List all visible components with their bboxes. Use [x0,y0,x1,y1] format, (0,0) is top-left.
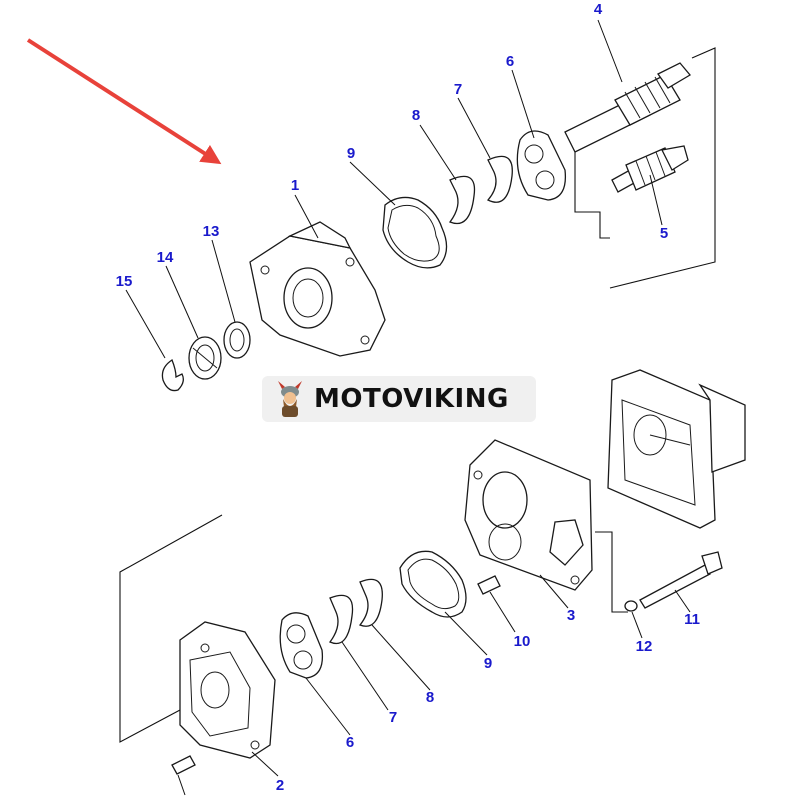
seal-ring-7-bottom [328,594,354,645]
label-part-10: 10 [514,633,531,650]
gear-housing [464,439,593,591]
label-part-2: 2 [276,777,284,794]
seal-ring-8-bottom [358,578,383,627]
bearing [188,336,222,380]
label-part-1: 1 [291,177,299,194]
pointer-arrow [26,38,222,165]
washer [223,321,251,359]
frame-top [574,152,610,239]
brand-name: MOTOVIKING [314,384,509,414]
label-part-6-bottom: 6 [346,734,354,751]
label-part-14: 14 [157,249,174,266]
bolt [639,551,723,609]
label-part-13: 13 [203,223,220,240]
bushing-plate-top [516,130,567,201]
label-part-4: 4 [594,1,603,18]
label-part-7-bottom: 7 [389,709,397,726]
lock-washer [624,600,638,612]
leader-lines [125,19,691,796]
rear-plate [179,621,276,759]
driven-gear [611,145,689,193]
label-part-8-top: 8 [412,107,420,124]
label-part-5: 5 [660,225,668,242]
label-part-6-top: 6 [506,53,514,70]
label-part-11: 11 [684,611,700,628]
label-part-8-bottom: 8 [426,689,434,706]
seal-ring-8-top [448,175,476,225]
bushing-plate-bottom [279,612,324,679]
dowel-pin-top [477,575,501,595]
frame-bottom [119,514,223,743]
gasket-bottom [399,550,467,618]
gasket-top [382,196,448,269]
part-labels: 4 6 7 8 9 1 5 13 14 15 3 11 10 12 9 8 7 … [116,1,700,794]
label-part-9-top: 9 [347,145,355,162]
seal-ring-7-top [486,155,513,203]
label-part-3: 3 [567,607,575,624]
label-part-12: 12 [636,638,653,655]
label-part-7-top: 7 [454,81,462,98]
label-part-9-bottom: 9 [484,655,492,672]
label-part-15: 15 [116,273,133,290]
rear-housing [607,369,746,529]
dowel-pin-bottom [171,755,196,775]
front-cover [249,221,386,357]
brand-logo: MOTOVIKING [262,376,536,422]
snap-ring [161,359,184,392]
drive-shaft [564,62,691,153]
viking-mascot-icon [278,381,302,417]
frame-right [595,531,628,613]
